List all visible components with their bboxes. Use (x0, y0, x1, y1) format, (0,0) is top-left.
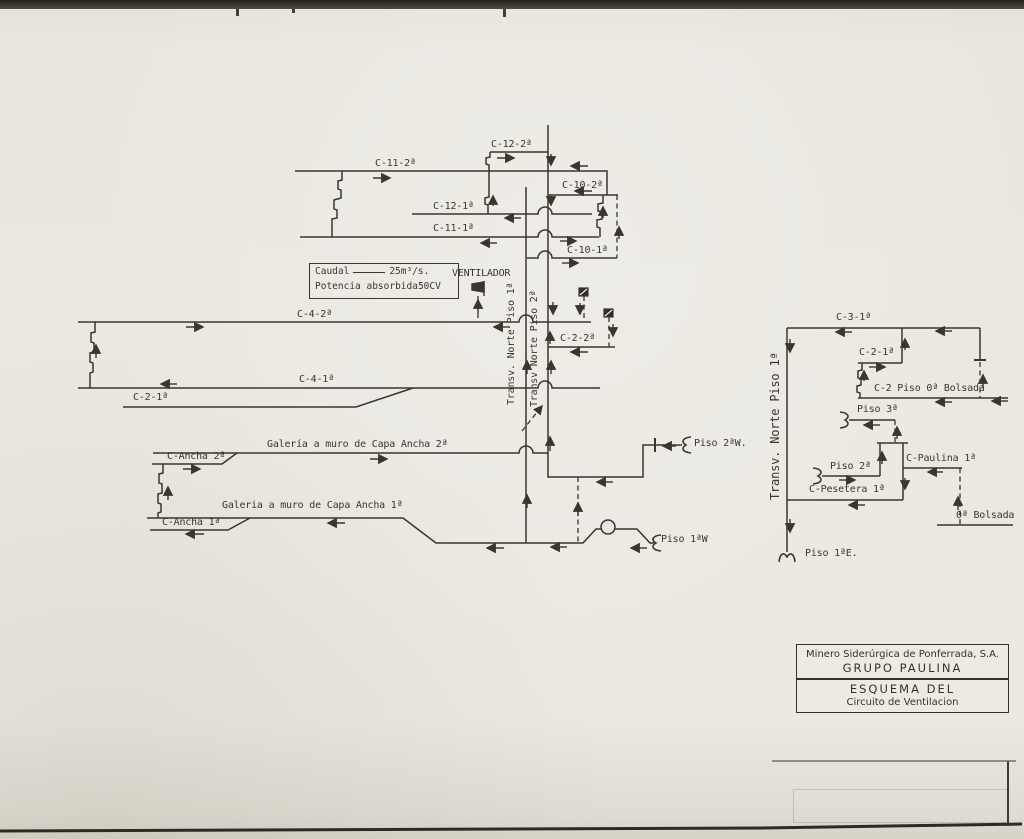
flow-info-box: Caudal 25m³/s. Potencia absorbida50CV (309, 263, 459, 299)
air-crossing-icon (600, 519, 616, 535)
label-c-pesetera-1a: C-Pesetera 1ª (809, 484, 885, 495)
portal-piso-1e (778, 553, 796, 563)
drawing-title-line1: ESQUEMA DEL (849, 682, 956, 696)
label-c-10-1a: C-10-1ª (567, 245, 608, 256)
transversal-piso2-line (547, 125, 682, 478)
leak-diagonal-arrow (521, 404, 543, 432)
portal-piso-2w (682, 436, 692, 454)
portal-piso-1w (652, 534, 662, 552)
label-piso-2a-w: Piso 2ªW. (694, 438, 747, 449)
scan-mark (503, 9, 506, 17)
label-c-4-2a: C-4-2ª (297, 309, 332, 320)
airway-lines (78, 125, 1013, 552)
label-c-4-1a: C-4-1ª (299, 374, 334, 385)
label-transv-norte-piso-1a-center: Transv. Norte Piso 1ª (506, 282, 517, 405)
label-galeria-capa-ancha-1a: Galeria a muro de Capa Ancha 1ª (222, 500, 403, 511)
company-name: Minero Siderúrgica de Ponferrada, S.A. (806, 649, 999, 660)
scan-mark (236, 9, 239, 16)
label-piso-1a-w: Piso 1ªW (661, 534, 708, 545)
scan-top-edge (0, 0, 1024, 9)
caudal-dash-line (353, 271, 386, 273)
label-c-11-1a: C-11-1ª (433, 223, 474, 234)
label-c-2-2a: C-2-2ª (560, 333, 595, 344)
portal-piso-2e (812, 467, 822, 485)
label-c-ancha-1a: C-Ancha 1ª (162, 517, 221, 528)
drawing-title-line2: Circuito de Ventilacion (846, 697, 959, 708)
sheet-frame (0, 760, 1023, 833)
label-piso-1a-e: Piso 1ªE. (805, 548, 858, 559)
flow-arrows (90, 152, 1008, 554)
label-0a-bolsada: 0ª Bolsada (956, 510, 1015, 521)
caudal-value: 25m³/s. (389, 266, 430, 277)
label-c-12-2a: C-12-2ª (491, 139, 532, 150)
potencia-label: Potencia absorbida50CV (315, 280, 441, 292)
label-galeria-capa-ancha-2a: Galería a muro de Capa Ancha 2ª (267, 439, 448, 450)
door-icon (603, 308, 614, 318)
portal-piso-3 (839, 411, 849, 429)
label-piso-2a-right: Piso 2ª (830, 461, 871, 472)
door-icon (578, 287, 589, 297)
portal-icons (652, 411, 849, 563)
label-c-paulina-1a: C-Paulina 1ª (906, 453, 976, 464)
label-c-2-piso-0a-bolsada: C-2 Piso 0ª Bolsada (874, 383, 985, 394)
label-transv-norte-piso-2a-center: Transv Norte Piso 2ª (529, 290, 540, 407)
label-piso-3a: Piso 3ª (857, 404, 898, 415)
label-c-3-1a: C-3-1ª (836, 312, 871, 323)
label-c-2-1a-right: C-2-1ª (859, 347, 894, 358)
label-c-10-2a: C-10-2ª (562, 180, 603, 191)
scan-mark (292, 9, 295, 13)
title-block: Minero Siderúrgica de Ponferrada, S.A. G… (796, 644, 1009, 713)
fan-icon (471, 281, 485, 296)
label-c-ancha-2a: C-Ancha 2ª (167, 451, 226, 462)
label-c-11-2a: C-11-2ª (375, 158, 416, 169)
label-ventilador: VENTILADOR (452, 268, 511, 279)
label-c-2-1a-left: C-2-1ª (133, 392, 168, 403)
label-transv-norte-piso-1a-right: Transv. Norte Piso 1ª (768, 352, 782, 500)
dashed-airways (477, 195, 981, 543)
group-name: GRUPO PAULINA (842, 661, 963, 675)
label-c-12-1a: C-12-1ª (433, 201, 474, 212)
caudal-label: Caudal (315, 266, 350, 277)
